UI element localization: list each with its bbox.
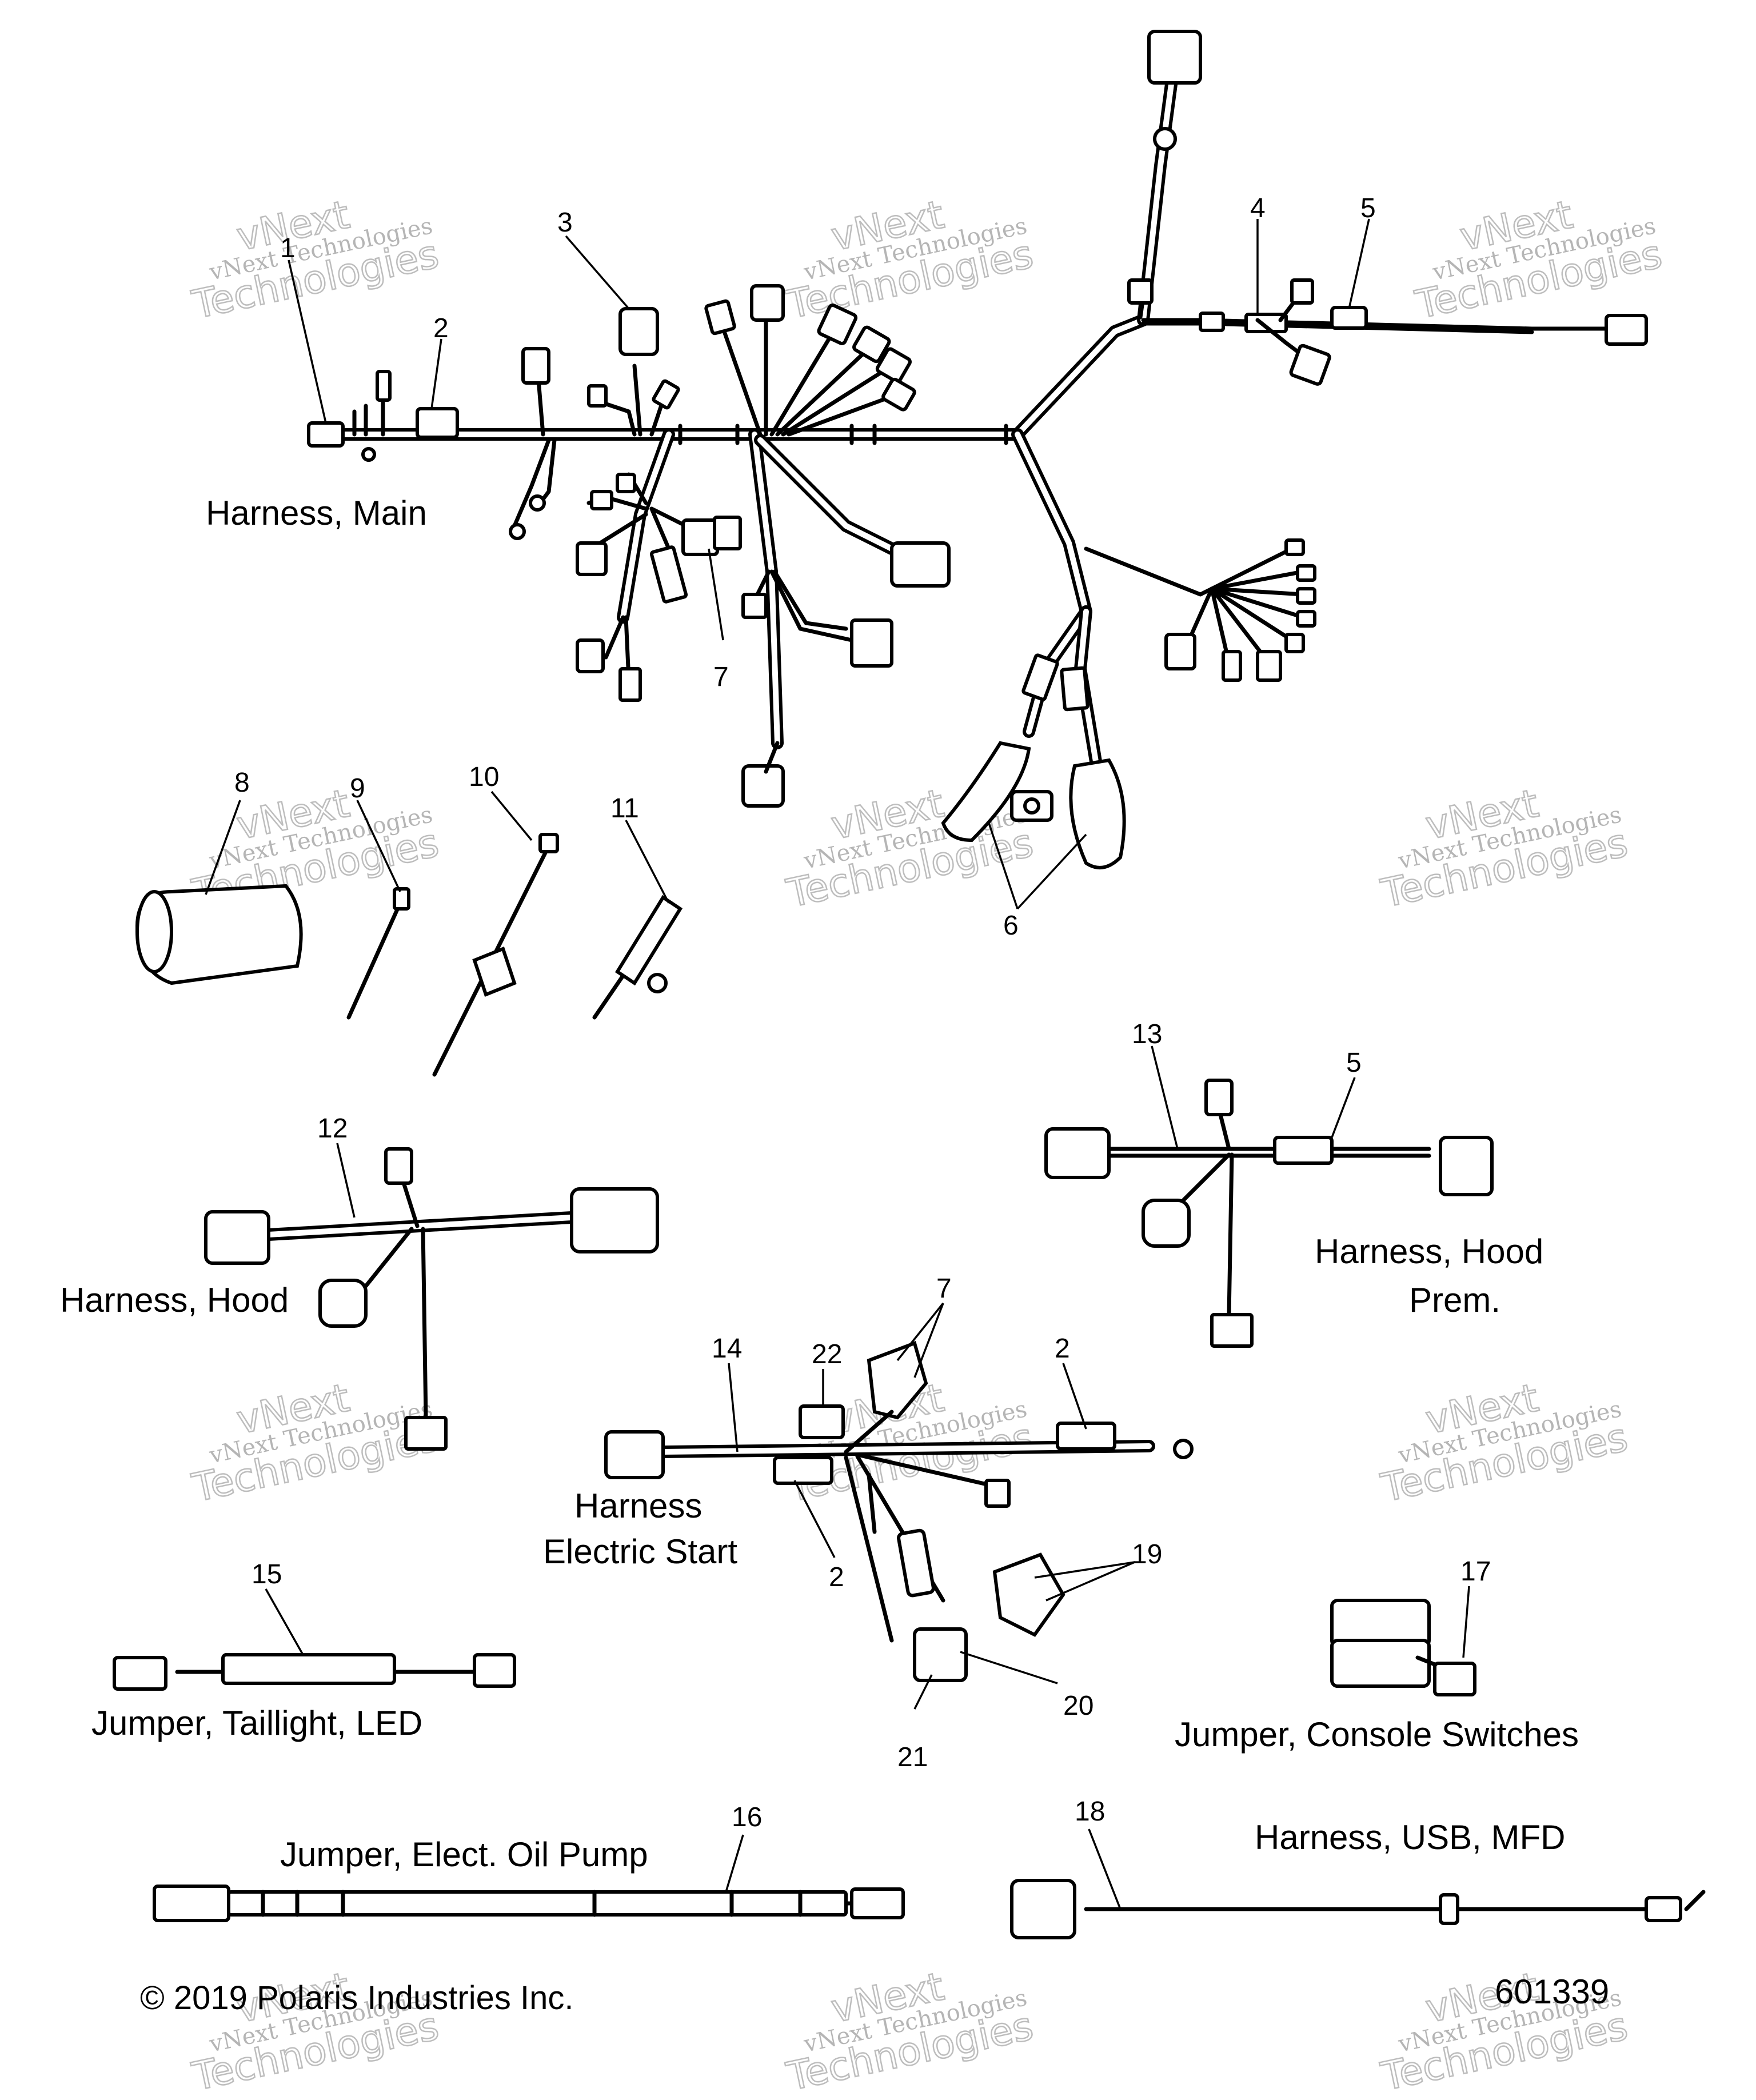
jumper-oil-pump <box>153 1885 905 1922</box>
label-jumper-taillight: Jumper, Taillight, LED <box>91 1704 422 1742</box>
callout-5: 5 <box>1360 193 1376 223</box>
callout-18: 18 <box>1075 1796 1105 1827</box>
jumper-taillight <box>113 1653 516 1691</box>
harness-hood <box>204 1147 659 1451</box>
callout-2: 2 <box>433 313 449 344</box>
callout-19: 19 <box>1132 1539 1162 1570</box>
harness-main <box>307 30 1648 869</box>
callout-10: 10 <box>469 762 499 792</box>
callout-17: 17 <box>1460 1556 1491 1587</box>
callout-22: 22 <box>812 1339 842 1370</box>
footer: © 2019 Polaris Industries Inc. 601339 <box>140 1973 1609 2017</box>
callout-7: 7 <box>713 662 729 692</box>
callout-12: 12 <box>317 1113 348 1144</box>
callout-16: 16 <box>732 1802 762 1832</box>
callout-8: 8 <box>234 768 250 798</box>
harness-electric-start <box>604 1341 1194 1682</box>
label-harness-hood-prem-2: Prem. <box>1409 1281 1500 1319</box>
callout-11: 11 <box>610 793 639 824</box>
label-jumper-oil-pump: Jumper, Elect. Oil Pump <box>280 1835 648 1874</box>
label-harness-hood: Harness, Hood <box>60 1281 289 1319</box>
harness-usb-mfd <box>1010 1879 1706 1939</box>
callout-5b: 5 <box>1346 1048 1362 1078</box>
label-jumper-console: Jumper, Console Switches <box>1175 1715 1579 1754</box>
callout-7b: 7 <box>936 1273 952 1304</box>
loose-parts <box>135 833 683 1077</box>
callout-6: 6 <box>1003 911 1019 941</box>
label-harness-hood-prem-1: Harness, Hood <box>1315 1232 1543 1271</box>
diagram-number: 601339 <box>1495 1973 1609 2011</box>
callout-1: 1 <box>280 233 296 264</box>
label-harness-electric-start-2: Electric Start <box>543 1532 737 1571</box>
callout-numbers: 1 2 3 4 5 7 6 8 9 10 11 13 5 12 14 22 7 … <box>234 193 1491 1832</box>
callout-15: 15 <box>252 1559 282 1590</box>
callout-3: 3 <box>557 207 573 238</box>
label-harness-main: Harness, Main <box>206 494 427 532</box>
group-labels: Harness, Main Harness, Hood Harness, Hoo… <box>60 494 1579 1874</box>
label-harness-usb: Harness, USB, MFD <box>1255 1818 1565 1857</box>
jumper-console-switches <box>1330 1599 1476 1696</box>
callout-9: 9 <box>350 773 365 804</box>
leader-lines <box>205 218 1470 1910</box>
callout-21: 21 <box>897 1742 928 1772</box>
callout-14: 14 <box>712 1334 742 1364</box>
callout-20: 20 <box>1063 1691 1093 1721</box>
copyright: © 2019 Polaris Industries Inc. <box>140 1979 573 2017</box>
harness-hood-prem <box>1044 1079 1494 1348</box>
callout-2b: 2 <box>1055 1334 1070 1364</box>
callout-2c: 2 <box>829 1562 844 1592</box>
callout-4: 4 <box>1250 193 1266 223</box>
callout-13: 13 <box>1132 1019 1162 1049</box>
label-harness-electric-start-1: Harness <box>574 1487 702 1525</box>
